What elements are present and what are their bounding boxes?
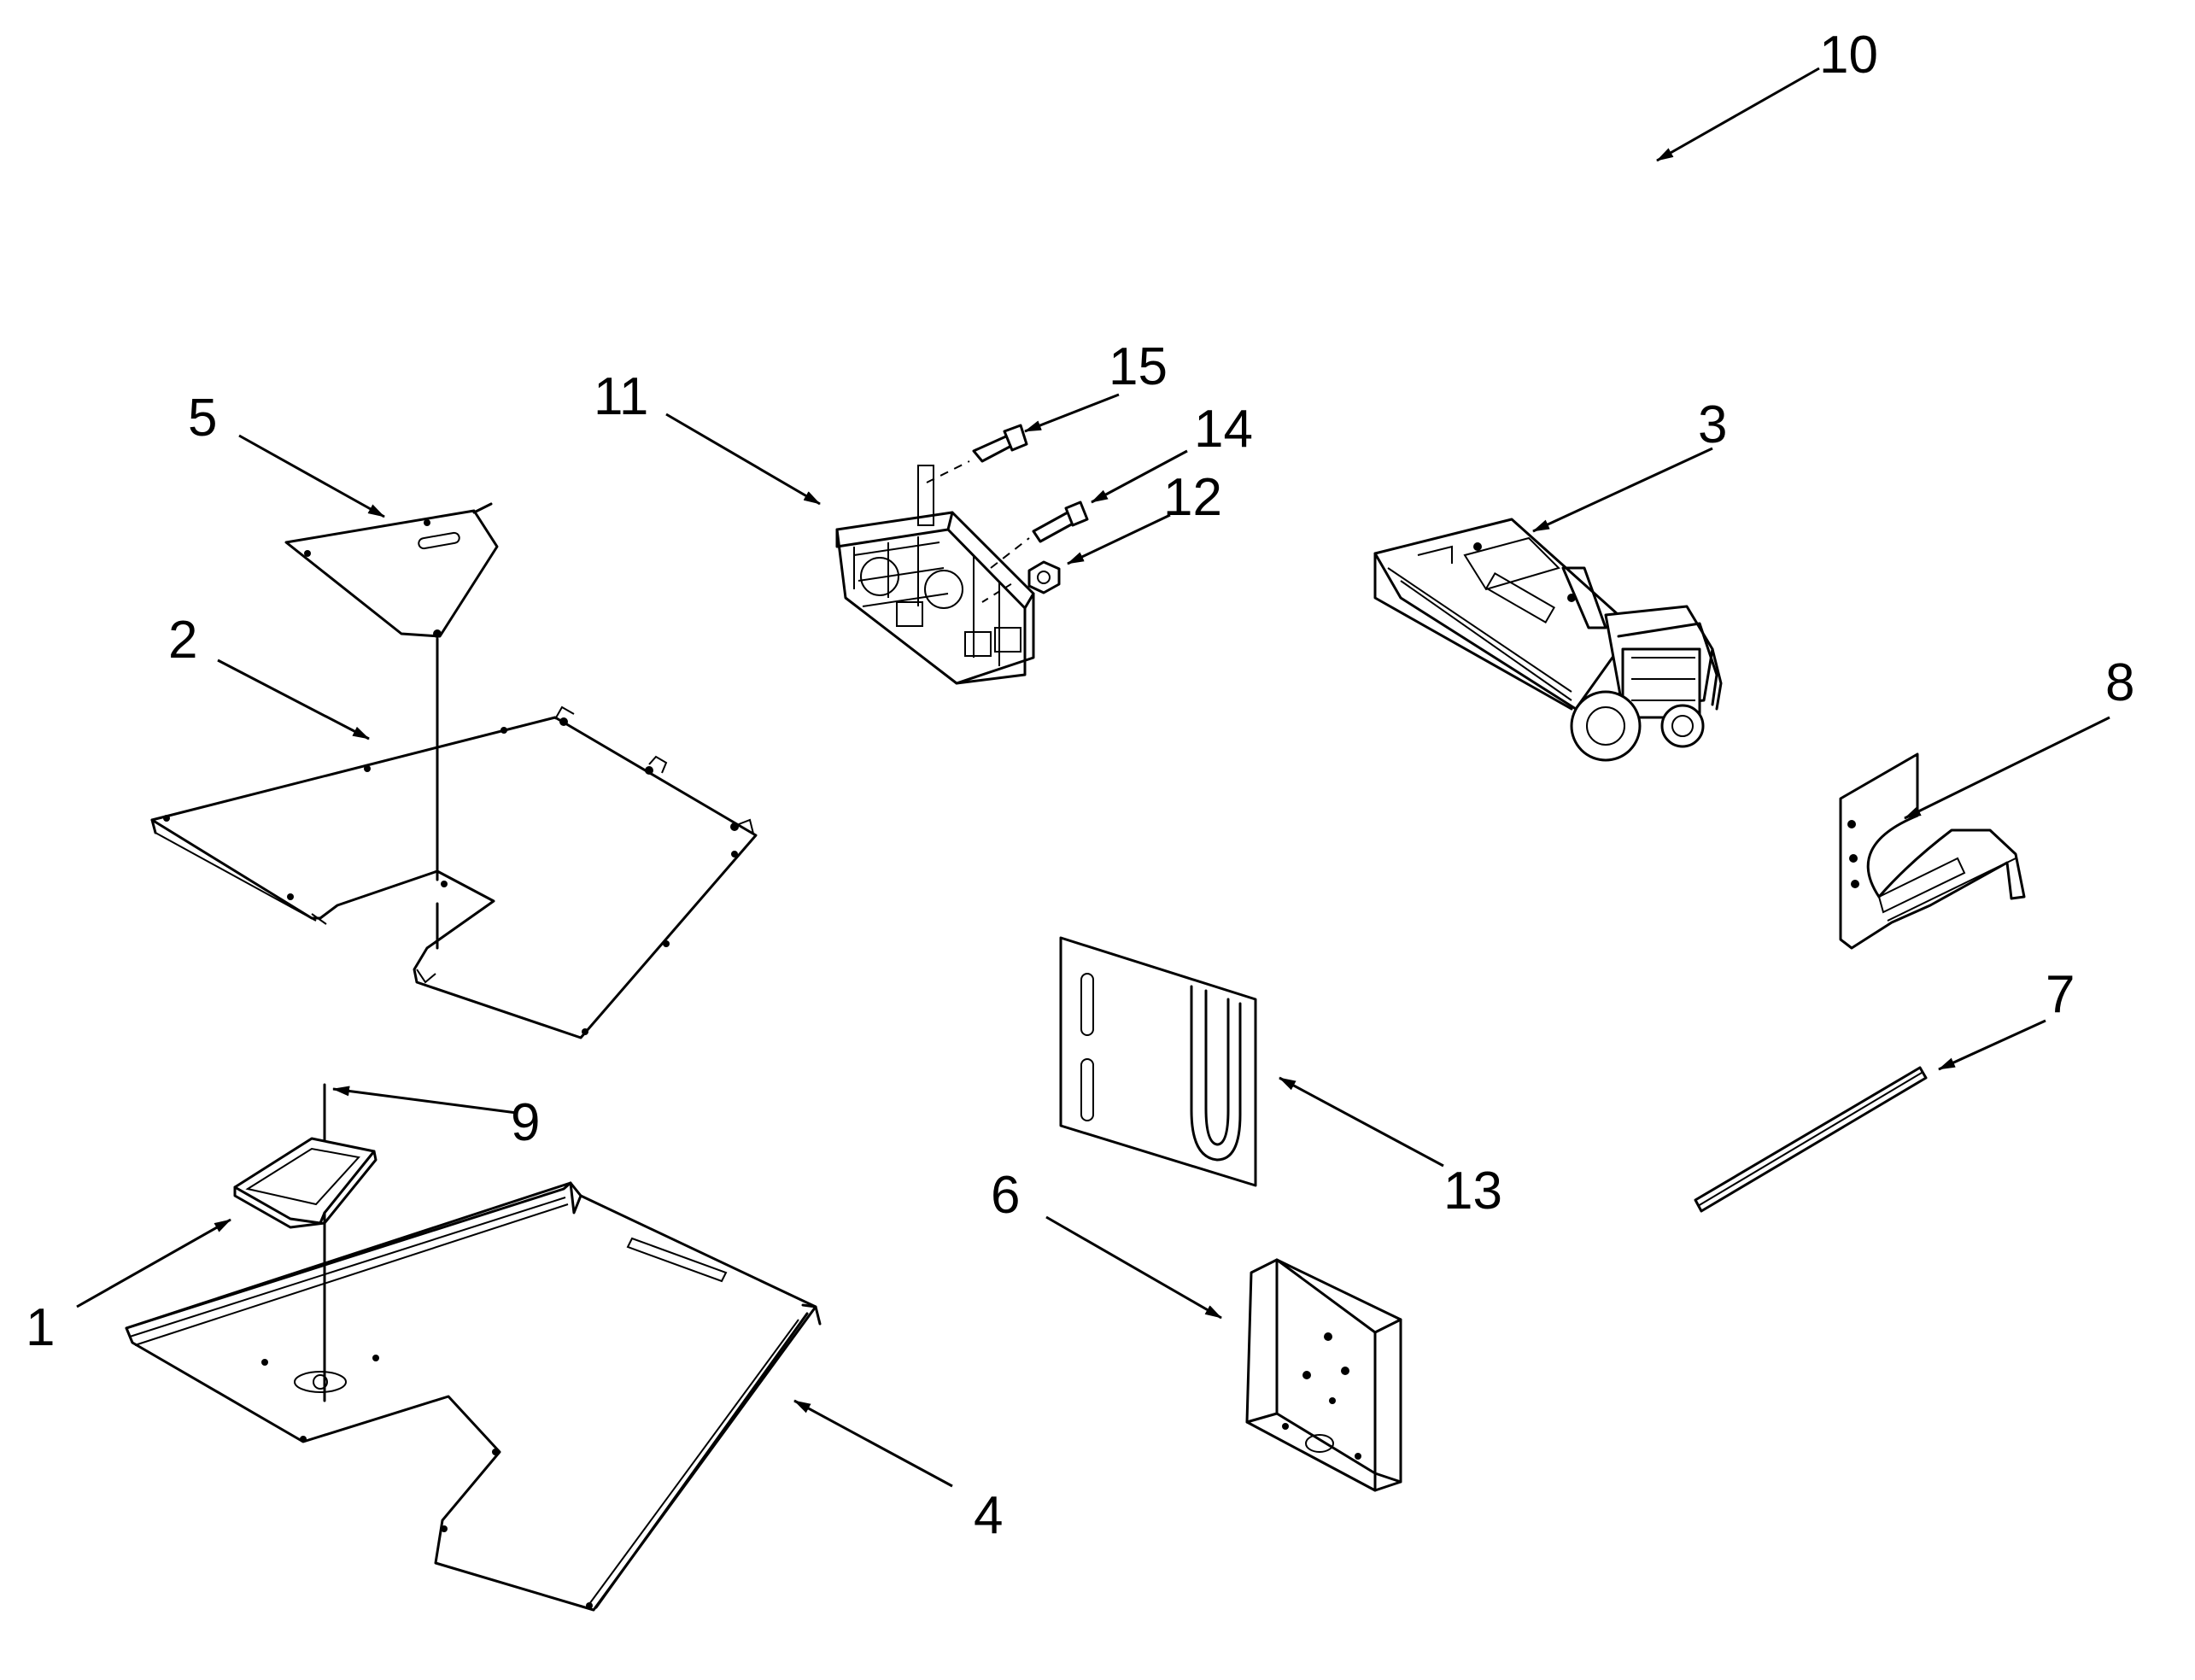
callout-7: 7 [2046,965,2075,1024]
callout-1: 1 [26,1298,55,1357]
callout-arrows [76,67,2110,1488]
part-3-actuator [1373,518,1723,762]
part-1-bracket [233,1137,378,1229]
part-5-plate [284,502,499,638]
part-12-nut [981,560,1061,603]
callout-14: 14 [1194,400,1253,459]
part-2-plate [150,705,758,1039]
part-7-rod [1694,1066,1928,1213]
part-4-base-panel [125,1181,822,1612]
part-15-screw [926,424,1028,483]
callout-9: 9 [511,1093,540,1152]
part-13-plate [1059,936,1257,1187]
callout-13: 13 [1443,1162,1502,1220]
callout-3: 3 [1698,395,1727,454]
callout-4: 4 [974,1486,1003,1545]
callout-2: 2 [168,611,197,670]
callout-6: 6 [991,1166,1020,1225]
callout-labels: 10 3 11 15 14 12 5 2 8 7 9 13 6 1 4 [26,26,2134,1545]
part-8-bracket [1839,752,2026,950]
callout-10: 10 [1819,26,1878,85]
callout-15: 15 [1109,337,1168,396]
part-14-screw [990,500,1089,569]
part-6-box [1245,1258,1402,1492]
callout-12: 12 [1163,468,1222,527]
callout-11: 11 [594,367,648,426]
callout-8: 8 [2105,653,2134,712]
callout-5: 5 [188,389,217,448]
part-11-terminal-block [835,465,1035,685]
